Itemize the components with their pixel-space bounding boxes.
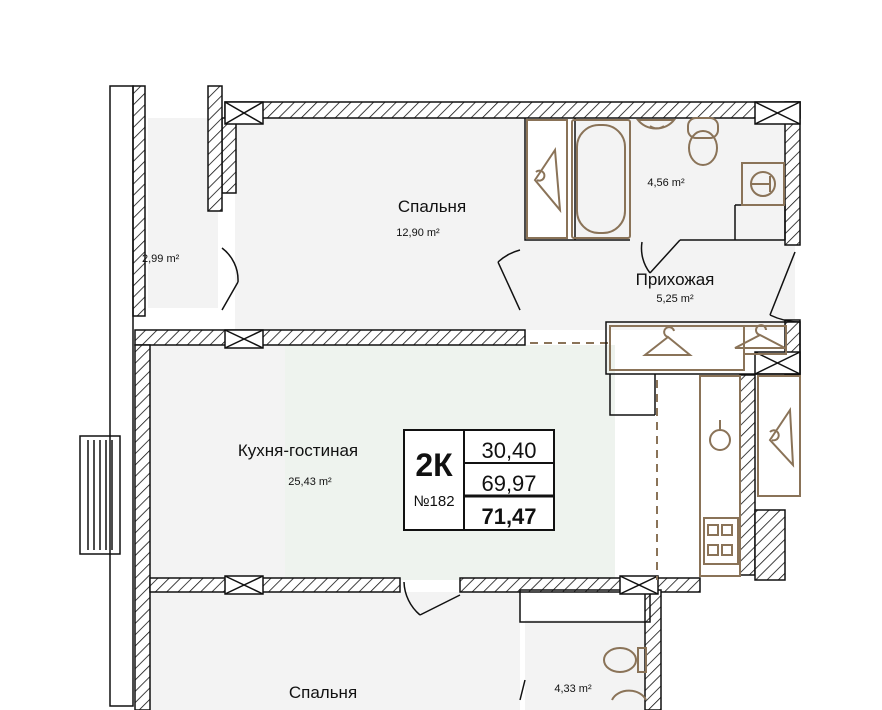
bedroom-floor (235, 118, 525, 330)
living-area-value: 30,40 (481, 438, 536, 463)
bathroom-area: 4,56 m² (647, 177, 685, 189)
balcony-floor (148, 118, 218, 308)
wc-area: 4,33 m² (554, 683, 592, 695)
bathroom-fixtures (526, 117, 785, 239)
total-area-value: 71,47 (481, 504, 536, 529)
wardrobe-kitchen (757, 375, 801, 497)
bathtub-icon (571, 119, 631, 239)
area-value: 69,97 (481, 471, 536, 496)
hanger-icon (533, 147, 562, 214)
bedroom-top-name: Спальня (398, 197, 466, 216)
bedroom-bottom-floor (150, 592, 520, 710)
washing-machine-icon (741, 162, 785, 206)
kitchen-sink-icon (709, 429, 731, 451)
hanger-icon (642, 326, 693, 356)
wc-fixtures (603, 647, 647, 701)
kitchen-fixtures (609, 374, 741, 577)
sink-icon (635, 119, 677, 130)
hallway-floor (525, 240, 795, 330)
wardrobe-top (526, 119, 568, 239)
hallway-wardrobes (605, 321, 801, 497)
bathroom-floor (575, 118, 785, 240)
toilet-icon (687, 117, 719, 139)
apartment-type: 2К (415, 447, 453, 483)
balcony-area: 2,99 m² (142, 253, 180, 265)
doors (221, 239, 801, 701)
living-name: Кухня-гостиная (238, 441, 358, 460)
living-area: 25,43 m² (288, 476, 332, 488)
hallway-name: Прихожая (636, 270, 715, 289)
radiator (79, 435, 121, 555)
toilet-icon (603, 647, 637, 673)
wardrobe-hallway (609, 325, 745, 371)
hanger-icon (768, 406, 795, 468)
bedroom-top-area: 12,90 m² (396, 227, 440, 239)
sink-icon (611, 689, 647, 701)
apartment-info-box: 2К №182 30,40 69,97 71,47 (403, 429, 555, 531)
bedroom-bottom-name: Спальня (289, 683, 357, 702)
wc-floor (525, 620, 645, 710)
kitchen-counter (699, 375, 741, 577)
apartment-number: №182 (413, 493, 454, 510)
hanger-icon (734, 324, 786, 349)
stove-icon (703, 517, 739, 565)
hallway-area: 5,25 m² (656, 293, 694, 305)
